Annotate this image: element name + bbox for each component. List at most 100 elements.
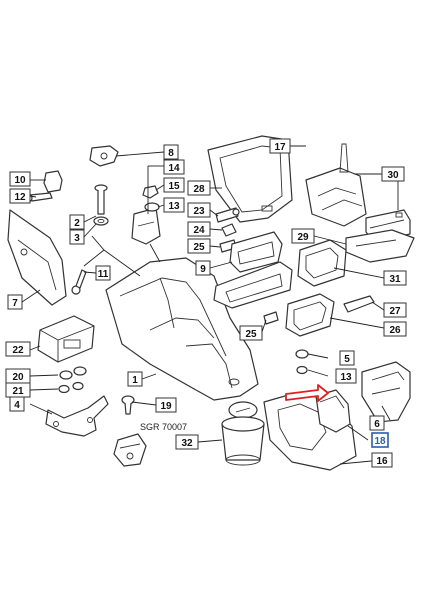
svg-text:32: 32 xyxy=(181,438,193,449)
callout-23: 23 xyxy=(187,202,211,218)
callout-22: 22 xyxy=(5,341,31,357)
callout-14: 14 xyxy=(163,159,185,175)
callout-21: 21 xyxy=(5,382,31,398)
callout-25b: 25 xyxy=(239,325,263,341)
part-31-vent-bezel xyxy=(297,239,347,287)
part-3-washer xyxy=(93,216,109,226)
part-14-bracket xyxy=(131,207,161,245)
part-7-side-panel xyxy=(7,209,67,306)
callout-30: 30 xyxy=(381,166,405,182)
callout-3: 3 xyxy=(69,229,85,245)
callout-1: 1 xyxy=(127,371,143,387)
svg-text:9: 9 xyxy=(200,264,206,275)
callout-17: 17 xyxy=(269,138,291,154)
svg-text:8: 8 xyxy=(168,148,174,159)
svg-text:19: 19 xyxy=(160,401,172,412)
part-24-clip xyxy=(221,223,237,237)
svg-text:6: 6 xyxy=(374,419,380,430)
part-27-trim-strip xyxy=(343,295,375,313)
svg-text:26: 26 xyxy=(389,325,401,336)
callout-5: 5 xyxy=(339,350,355,366)
svg-text:21: 21 xyxy=(12,386,24,397)
callout-11: 11 xyxy=(95,265,111,281)
callout-13a: 13 xyxy=(163,197,185,213)
callout-28: 28 xyxy=(187,180,211,196)
callout-8: 8 xyxy=(163,144,179,160)
part-23-screw xyxy=(215,207,240,223)
svg-text:17: 17 xyxy=(274,142,286,153)
svg-text:28: 28 xyxy=(193,184,205,195)
part-6-armrest-hinge xyxy=(361,361,411,423)
svg-text:13: 13 xyxy=(168,201,180,212)
part-13a-nut xyxy=(144,202,160,212)
callout-12: 12 xyxy=(9,188,31,204)
part-21-nut xyxy=(58,381,84,394)
svg-text:18: 18 xyxy=(374,436,386,447)
svg-text:12: 12 xyxy=(14,192,26,203)
part-28-display-frame xyxy=(207,135,293,223)
svg-text:5: 5 xyxy=(344,354,350,365)
part-8-clip xyxy=(89,145,119,167)
part-19-screw xyxy=(121,395,135,415)
callout-19: 19 xyxy=(155,397,177,413)
callout-18: 18 xyxy=(371,432,389,448)
svg-text:16: 16 xyxy=(376,456,388,467)
callout-2: 2 xyxy=(69,214,85,230)
part-2-bolt xyxy=(94,184,108,215)
svg-text:14: 14 xyxy=(168,163,180,174)
highlight-arrow xyxy=(285,384,329,402)
callout-26: 26 xyxy=(383,321,407,337)
svg-text:10: 10 xyxy=(14,175,26,186)
svg-text:22: 22 xyxy=(12,345,24,356)
part-9-vent-housing xyxy=(213,231,293,309)
svg-text:13: 13 xyxy=(340,372,352,383)
callout-10: 10 xyxy=(9,171,31,187)
svg-text:29: 29 xyxy=(297,232,309,243)
svg-text:25: 25 xyxy=(245,329,257,340)
part-10-cap xyxy=(43,170,63,193)
part-32-ashtray xyxy=(221,401,265,466)
part-18-lid xyxy=(315,389,351,433)
svg-text:1: 1 xyxy=(132,375,138,386)
part-20-nut xyxy=(59,366,87,380)
svg-text:30: 30 xyxy=(387,170,399,181)
svg-text:27: 27 xyxy=(389,306,401,317)
callout-24: 24 xyxy=(187,221,211,237)
callout-20: 20 xyxy=(5,368,31,384)
part-11-screw xyxy=(71,269,87,295)
svg-text:11: 11 xyxy=(98,269,109,280)
svg-text:31: 31 xyxy=(389,274,401,285)
reference-code: SGR 70007 xyxy=(140,422,187,432)
callout-25a: 25 xyxy=(187,238,211,254)
svg-text:2: 2 xyxy=(74,218,80,229)
part-22-storage-box xyxy=(37,315,95,363)
part-26-switch-panel xyxy=(285,293,335,337)
callout-32: 32 xyxy=(175,434,199,450)
sgr-bracket xyxy=(113,433,147,467)
svg-text:20: 20 xyxy=(12,372,24,383)
callout-13b: 13 xyxy=(335,368,357,384)
leader-lines xyxy=(21,145,399,465)
part-5-nut xyxy=(295,349,309,359)
svg-text:24: 24 xyxy=(193,225,205,236)
svg-text:25: 25 xyxy=(193,242,205,253)
callout-9: 9 xyxy=(195,260,211,276)
part-25b-clip xyxy=(263,311,279,325)
part-4-mount-bracket xyxy=(45,395,109,437)
svg-text:4: 4 xyxy=(14,400,20,411)
callout-15: 15 xyxy=(163,177,185,193)
svg-text:15: 15 xyxy=(168,181,180,192)
part-29-tray xyxy=(345,229,415,263)
callout-16: 16 xyxy=(371,452,393,468)
callout-31: 31 xyxy=(383,270,407,286)
callout-29: 29 xyxy=(291,228,315,244)
part-17-gear-boot xyxy=(305,143,367,227)
svg-text:3: 3 xyxy=(74,233,80,244)
part-13b-nut xyxy=(296,365,308,375)
svg-text:7: 7 xyxy=(12,298,18,309)
callout-7: 7 xyxy=(7,294,23,310)
part-15-nut xyxy=(142,185,159,199)
callout-4: 4 xyxy=(9,396,25,412)
svg-text:23: 23 xyxy=(193,206,205,217)
